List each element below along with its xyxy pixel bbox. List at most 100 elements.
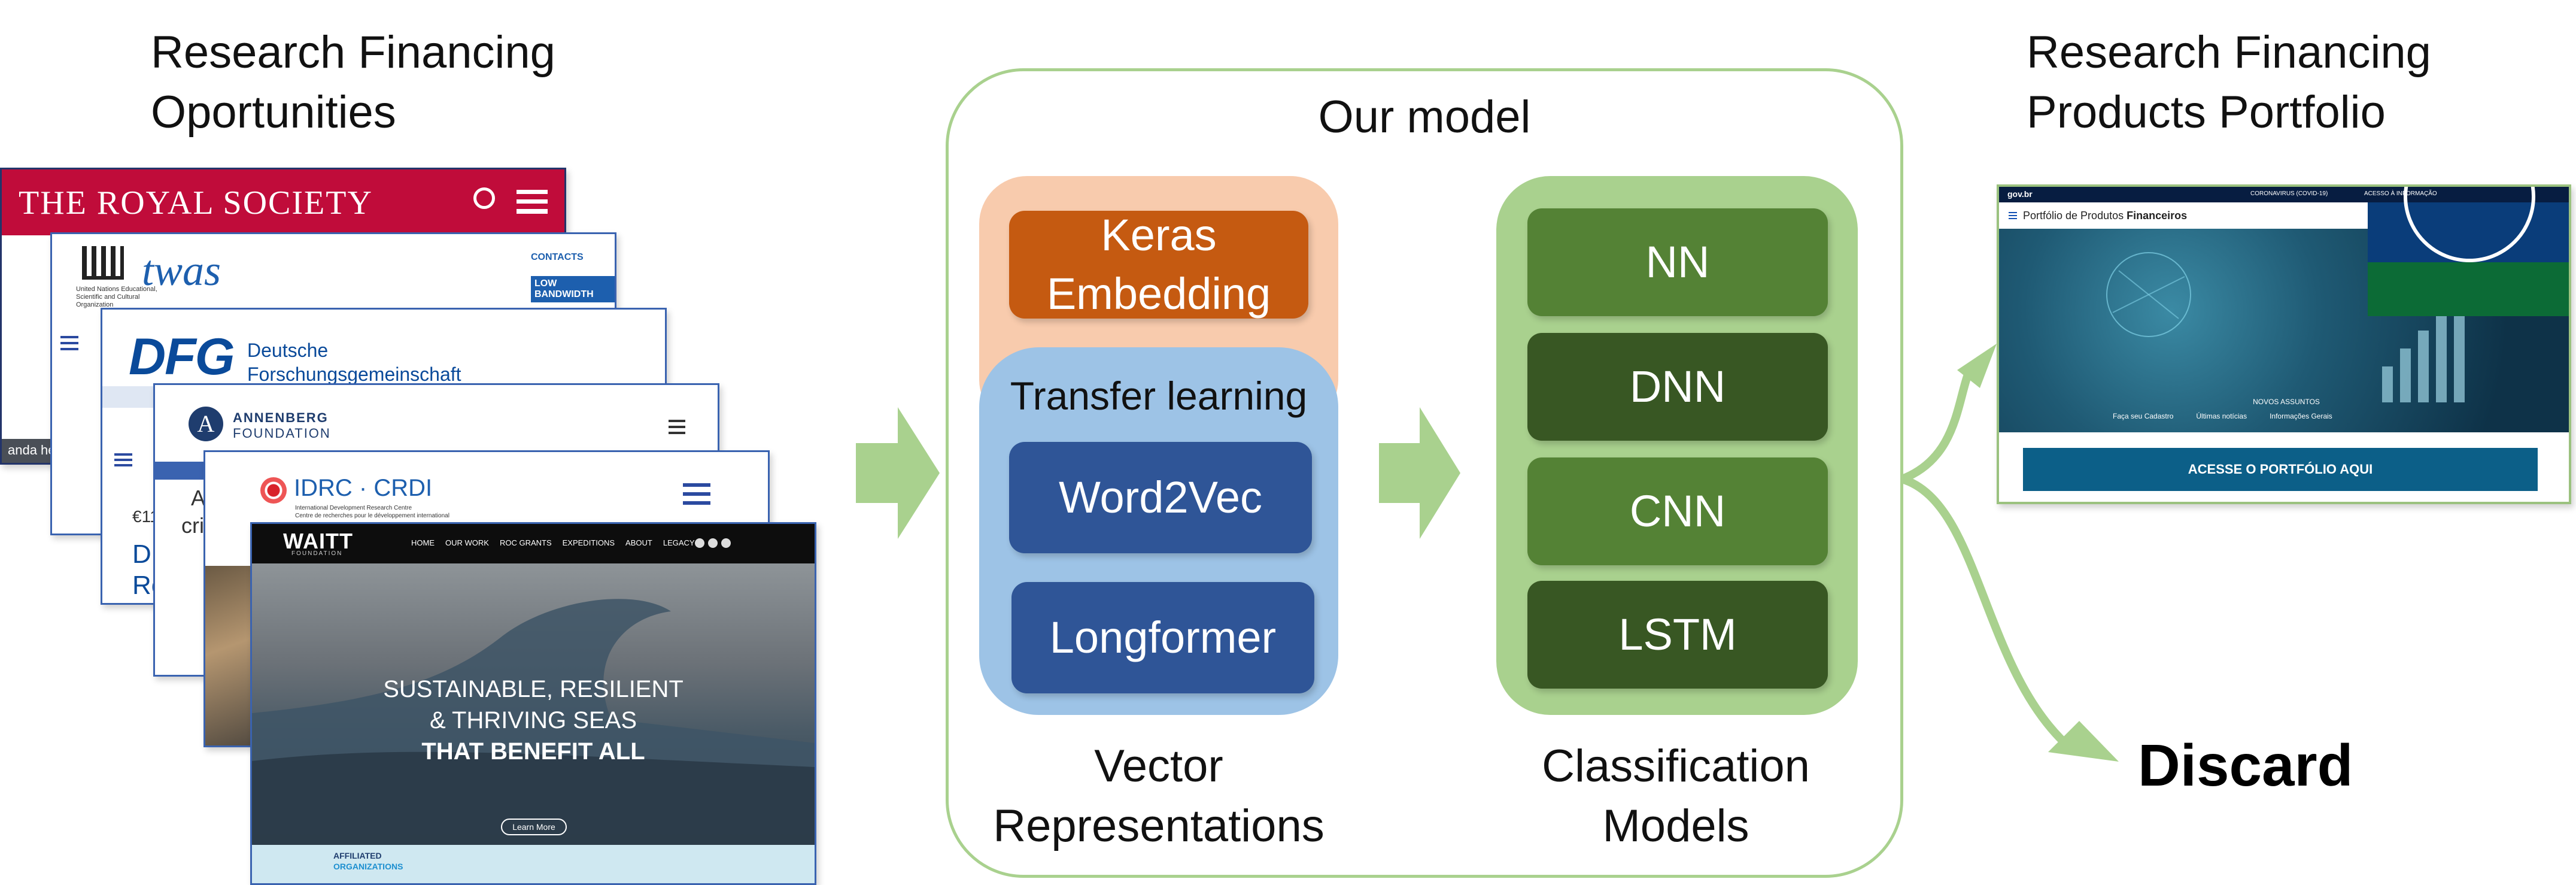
sources-title-line2: Oportunities xyxy=(151,87,396,138)
classification-caption: Classification Models xyxy=(1466,737,1885,856)
annenberg-menu-icon[interactable] xyxy=(669,420,685,434)
link-informacoes[interactable]: Informações Gerais xyxy=(2270,412,2332,420)
accept-arrow xyxy=(1900,369,1973,483)
lstm-box: LSTM xyxy=(1527,581,1828,689)
idrc-subtext-fr: Centre de recherches pour le développeme… xyxy=(295,513,449,519)
annenberg-name-line1: ANNENBERG xyxy=(233,410,329,425)
dnn-box: DNN xyxy=(1527,333,1828,441)
discard-arrow-head xyxy=(2048,721,2119,762)
portfolio-heading: Portfólio de Produtos Financeiros xyxy=(2023,210,2187,222)
twas-menu-icon[interactable] xyxy=(60,336,78,350)
portfolio-title-line2: Products Portfolio xyxy=(2027,87,2386,138)
royal-society-header: THE ROYAL SOCIETY xyxy=(2,169,564,235)
nav-about[interactable]: ABOUT xyxy=(625,538,652,547)
nav-expeditions[interactable]: EXPEDITIONS xyxy=(562,538,615,547)
portfolio-site[interactable]: gov.br CORONAVIRUS (COVID-19) ACESSO À I… xyxy=(1997,184,2571,504)
learn-more-button[interactable]: Learn More xyxy=(501,819,567,835)
search-icon[interactable] xyxy=(473,187,495,209)
footer-line1: AFFILIATED xyxy=(333,851,382,860)
portfolio-title-line1: Research Financing xyxy=(2027,27,2431,78)
instagram-icon[interactable] xyxy=(708,538,718,548)
annenberg-logo-icon: A xyxy=(189,407,223,441)
hero-line1: SUSTAINABLE, RESILIENT xyxy=(383,676,684,702)
twas-unesco-text: United Nations Educational, Scientific a… xyxy=(76,286,157,308)
idrc-menu-icon[interactable] xyxy=(683,483,710,505)
nav-our-work[interactable]: OUR WORK xyxy=(445,538,489,547)
network-graphic xyxy=(2106,252,2465,402)
vector-caption-line2: Representations xyxy=(993,801,1325,851)
annenberg-snippet-2: cri xyxy=(181,513,204,538)
gov-brand[interactable]: gov.br xyxy=(2007,189,2033,199)
keras-embedding-box: Keras Embedding xyxy=(1009,210,1308,319)
social-icons[interactable] xyxy=(695,538,731,548)
waitt-hero: SUSTAINABLE, RESILIENT & THRIVING SEAS T… xyxy=(252,563,815,845)
dfg-name: Deutsche Forschungsgemeinschaft xyxy=(247,338,461,386)
vector-caption-line1: Vector xyxy=(1094,741,1223,792)
model-title: Our model xyxy=(1318,92,1531,143)
unesco-logo-icon xyxy=(82,246,124,280)
discard-arrow xyxy=(1900,475,2074,752)
hero-line2: & THRIVING SEAS xyxy=(429,707,637,734)
middle-arrow xyxy=(1379,407,1460,539)
portfolio-section-label: NOVOS ASSUNTOS xyxy=(2253,398,2320,406)
longformer-box: Longformer xyxy=(1011,582,1314,693)
idrc-subtext: International Development Research Centr… xyxy=(295,505,412,511)
wave-graphic xyxy=(252,599,815,845)
discard-label: Discard xyxy=(2138,732,2353,798)
sources-title-line1: Research Financing xyxy=(151,27,555,78)
output-arrows xyxy=(1900,344,2119,762)
waitt-site[interactable]: WAITT FOUNDATION HOME OUR WORK ROC GRANT… xyxy=(250,522,816,885)
word2vec-box: Word2Vec xyxy=(1009,442,1312,553)
classification-caption-line1: Classification xyxy=(1542,741,1810,792)
transfer-learning-label: Transfer learning xyxy=(1010,374,1308,418)
twitter-icon[interactable] xyxy=(721,538,731,548)
accept-arrow-head xyxy=(1957,344,1997,388)
dfg-menu-icon[interactable] xyxy=(114,453,132,466)
dfg-name-line1: Deutsche xyxy=(247,340,329,361)
keras-line2: Embedding xyxy=(1046,269,1271,319)
link-cadastro[interactable]: Faça seu Cadastro xyxy=(2113,412,2174,420)
portfolio-links: Faça seu Cadastro Últimas notícias Infor… xyxy=(2113,412,2332,420)
nav-roc-grants[interactable]: ROC GRANTS xyxy=(499,538,552,547)
waitt-nav-links: HOME OUR WORK ROC GRANTS EXPEDITIONS ABO… xyxy=(411,538,695,547)
portfolio-heading-bold: Financeiros xyxy=(2127,210,2188,222)
portfolio-cta-button[interactable]: ACESSE O PORTFÓLIO AQUI xyxy=(2023,448,2538,491)
portfolio-menu-icon[interactable] xyxy=(2009,212,2017,219)
dfg-logo: DFG xyxy=(129,328,235,386)
classification-caption-line2: Models xyxy=(1602,801,1749,851)
cnn-box: CNN xyxy=(1527,457,1828,565)
vector-caption: Vector Representations xyxy=(949,737,1368,856)
waitt-logo: WAITT xyxy=(283,529,353,553)
gov-banner[interactable]: CORONAVIRUS (COVID-19) xyxy=(2250,190,2328,197)
annenberg-name-line2: FOUNDATION xyxy=(233,426,331,441)
waitt-hero-text: SUSTAINABLE, RESILIENT & THRIVING SEAS T… xyxy=(252,674,815,767)
waitt-nav: WAITT FOUNDATION HOME OUR WORK ROC GRANT… xyxy=(252,524,815,563)
nav-home[interactable]: HOME xyxy=(411,538,435,547)
dfg-name-line2: Forschungsgemeinschaft xyxy=(247,363,461,385)
model-container xyxy=(946,68,1903,878)
menu-icon[interactable] xyxy=(517,190,548,214)
link-noticias[interactable]: Últimas notícias xyxy=(2196,412,2247,420)
nav-legacy[interactable]: LEGACY xyxy=(663,538,695,547)
nn-box: NN xyxy=(1527,208,1828,316)
input-arrow xyxy=(856,407,940,539)
facebook-icon[interactable] xyxy=(695,538,704,548)
annenberg-name: ANNENBERG FOUNDATION xyxy=(233,410,331,441)
gov-access[interactable]: ACESSO À INFORMAÇÃO xyxy=(2364,190,2437,197)
hero-line3: THAT BENEFIT ALL xyxy=(421,738,645,765)
annenberg-snippet-1: A xyxy=(191,486,206,510)
waitt-logo-sub: FOUNDATION xyxy=(291,550,343,557)
sources-title: Research Financing Oportunities xyxy=(151,23,555,143)
footer-line2: ORGANIZATIONS xyxy=(333,862,403,871)
royal-society-name: THE ROYAL SOCIETY xyxy=(19,184,373,222)
twas-low-bandwidth-button[interactable]: LOW BANDWIDTH xyxy=(531,276,615,302)
unb-logo xyxy=(2368,187,2569,316)
twas-logo: twas xyxy=(142,247,221,295)
waitt-footer: AFFILIATED ORGANIZATIONS xyxy=(252,845,815,883)
twas-contacts-link[interactable]: CONTACTS xyxy=(531,252,584,262)
keras-line1: Keras xyxy=(1101,210,1217,260)
idrc-logo: IDRC · CRDI xyxy=(294,475,433,501)
portfolio-hero: NOVOS ASSUNTOS Faça seu Cadastro Últimas… xyxy=(1999,187,2569,432)
portfolio-heading-prefix: Portfólio de Produtos xyxy=(2023,210,2124,222)
portfolio-title: Research Financing Products Portfolio xyxy=(2027,23,2431,143)
